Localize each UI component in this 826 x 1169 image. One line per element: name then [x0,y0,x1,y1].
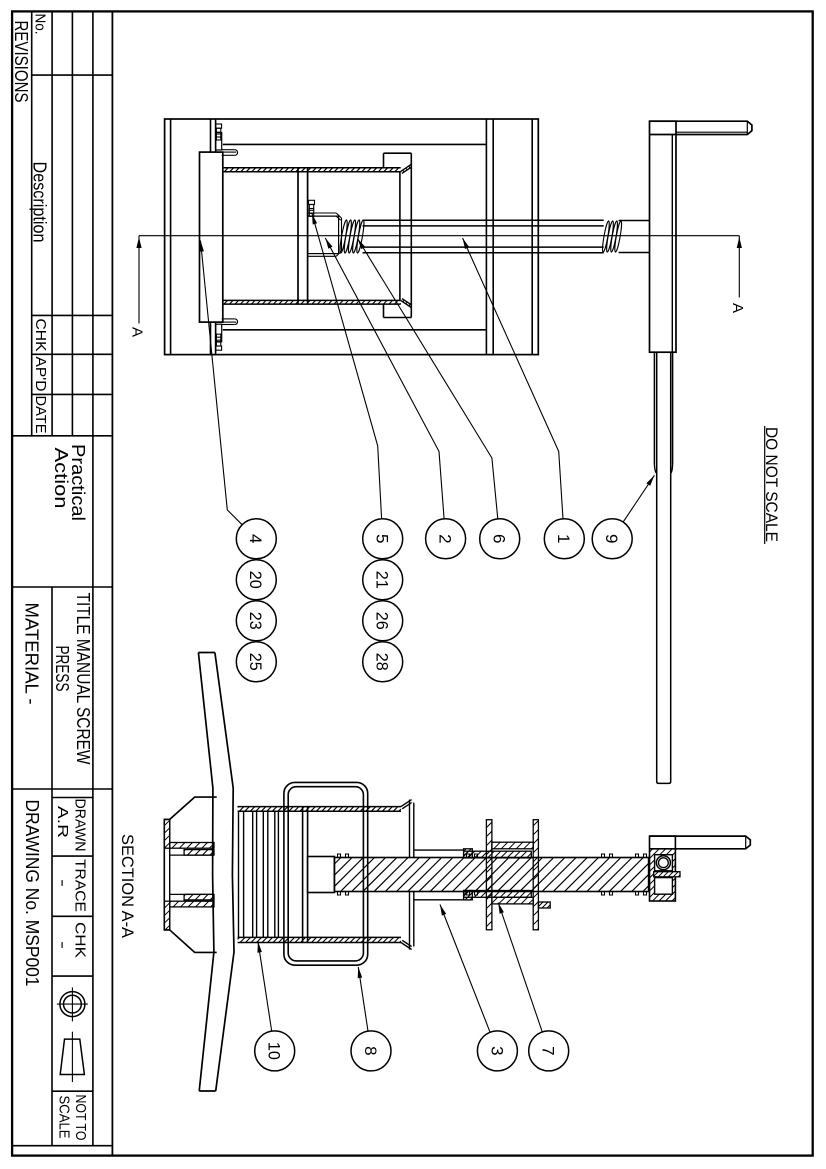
svg-text:CHK: CHK [32,319,49,352]
svg-text:28: 28 [373,653,392,671]
svg-text:SCALE: SCALE [56,1096,73,1139]
svg-text:A: A [129,327,146,337]
svg-text:2: 2 [436,534,455,543]
svg-text:9: 9 [602,534,621,543]
svg-text:TRACE: TRACE [72,859,89,912]
svg-text:A: A [729,303,746,313]
svg-text:21: 21 [373,571,392,589]
svg-text:10: 10 [265,1042,284,1060]
svg-text:3: 3 [487,1046,506,1055]
svg-text:6: 6 [490,534,509,543]
svg-text:26: 26 [373,612,392,630]
svg-text:TITLE MANUAL SCREW: TITLE MANUAL SCREW [73,593,93,765]
svg-text:4: 4 [246,534,265,543]
svg-text:Description: Description [30,162,50,243]
svg-text:20: 20 [246,571,265,589]
svg-text:MATERIAL -: MATERIAL - [22,603,42,705]
svg-text:-: - [54,941,71,949]
svg-text:Action: Action [51,448,71,509]
svg-text:7: 7 [539,1046,558,1055]
svg-text:REVISIONS: REVISIONS [11,21,31,103]
svg-text:AP'D: AP'D [32,357,49,392]
svg-text:DRAWING No. MSP001: DRAWING No. MSP001 [22,800,42,987]
svg-text:A.R: A.R [54,806,71,838]
svg-text:NOT TO: NOT TO [72,1095,89,1141]
svg-text:CHK: CHK [72,922,89,958]
svg-text:DRAWN: DRAWN [72,799,89,852]
svg-text:1: 1 [554,534,573,543]
svg-text:Practical: Practical [68,444,88,521]
svg-text:8: 8 [361,1046,380,1055]
svg-text:-: - [54,879,71,887]
svg-text:SECTION A-A: SECTION A-A [118,834,136,938]
svg-text:PRESS: PRESS [52,646,72,692]
svg-text:25: 25 [246,653,265,671]
svg-text:23: 23 [246,612,265,630]
svg-text:5: 5 [373,534,392,543]
svg-text:DATE: DATE [32,396,49,434]
svg-text:DO NOT SCALE: DO NOT SCALE [762,427,781,542]
svg-text:No.: No. [32,14,49,35]
